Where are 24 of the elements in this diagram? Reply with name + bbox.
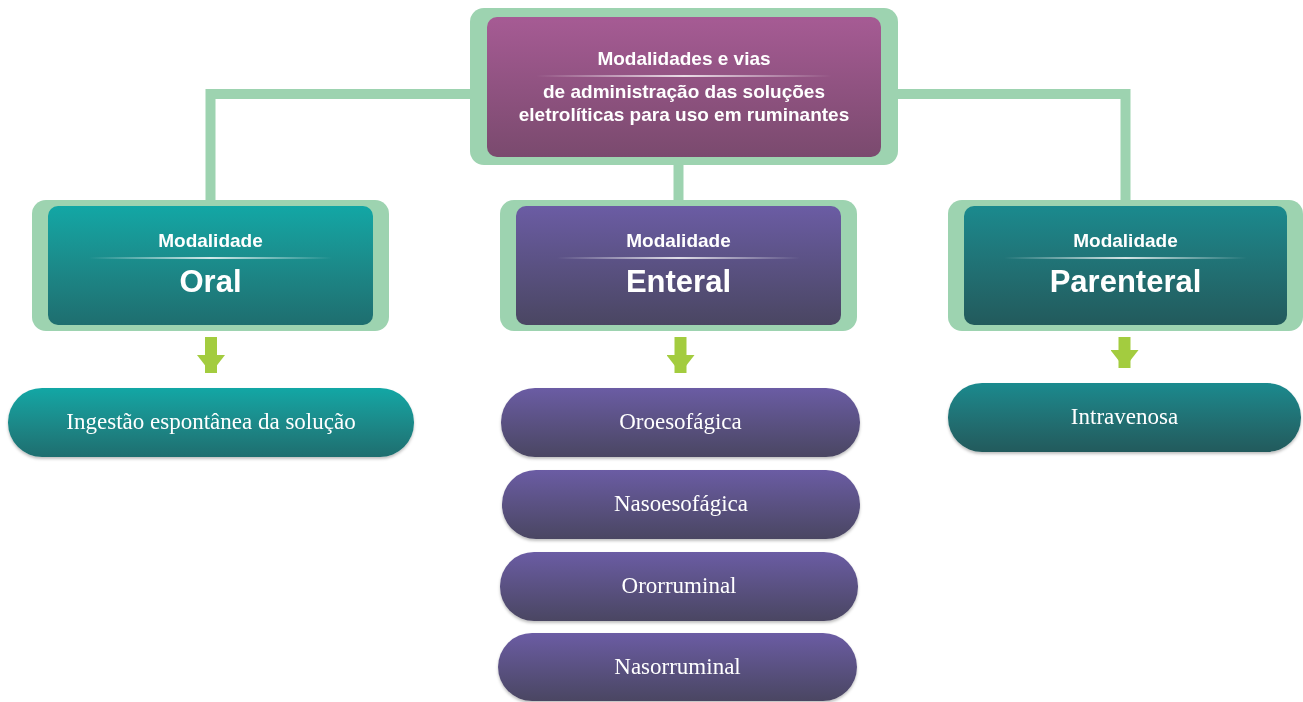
frame-box xyxy=(500,200,857,331)
connector-line xyxy=(205,89,470,200)
route-pill: Nasoesofágica xyxy=(502,470,860,539)
frame-box xyxy=(32,200,389,331)
frame-box xyxy=(948,200,1303,331)
body-text: Oral xyxy=(179,263,242,301)
heading-text: Modalidade xyxy=(626,229,731,253)
route-pill: Nasorruminal xyxy=(498,633,857,701)
heading-text: Modalidade xyxy=(1073,229,1178,253)
heading-text: Modalidades e vias xyxy=(597,47,771,72)
arrow xyxy=(666,337,695,373)
route-pill: Ororruminal xyxy=(500,552,858,621)
frame-box xyxy=(470,8,898,165)
arrow xyxy=(1110,337,1139,368)
body-text: de administração das soluções eletrolíticas para uso em ruminantes xyxy=(517,81,851,127)
body-text: Enteral xyxy=(625,263,732,301)
heading-text: Modalidade xyxy=(158,229,263,253)
route-pill: Intravenosa xyxy=(948,383,1301,452)
body-text: Parenteral xyxy=(1049,263,1202,301)
route-pill: Ingestão espontânea da solução xyxy=(8,388,414,457)
arrow xyxy=(197,337,225,373)
route-pill: Oroesofágica xyxy=(501,388,860,457)
connector-line xyxy=(898,89,1131,200)
connector-line xyxy=(673,165,684,200)
